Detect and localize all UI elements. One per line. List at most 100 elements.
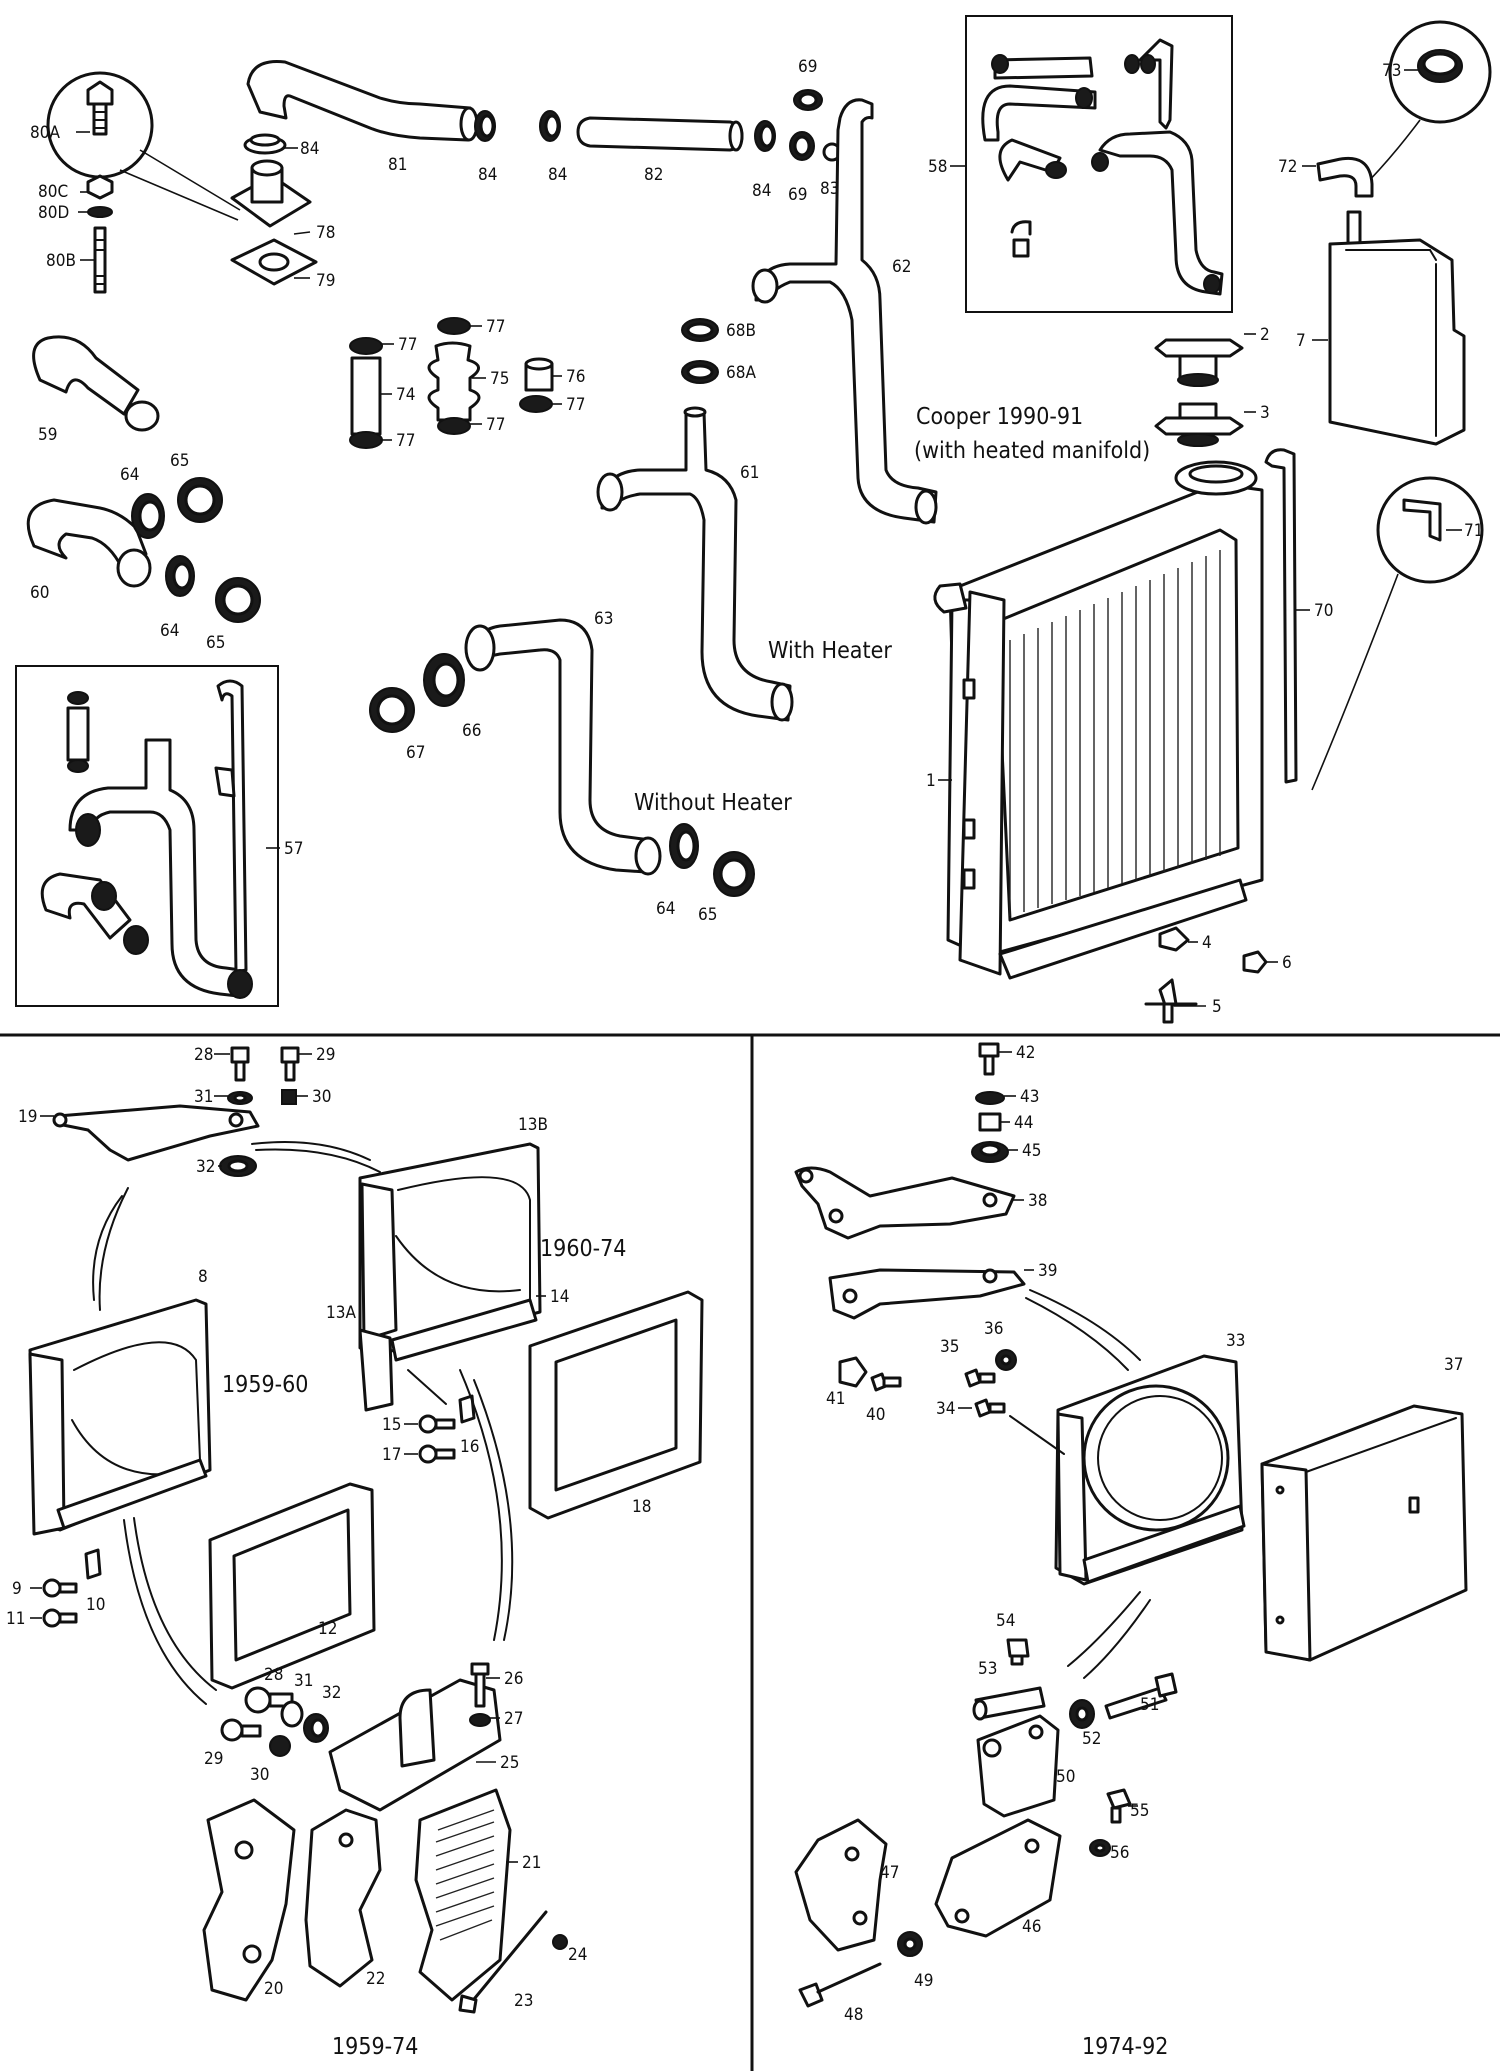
label-32-b: 32 <box>322 1683 341 1703</box>
label-40: 40 <box>866 1405 885 1425</box>
label-4: 4 <box>1202 933 1212 953</box>
label-29-b: 29 <box>204 1749 223 1769</box>
captions: Cooper 1990-91 (with heated manifold) Wi… <box>222 404 1168 2060</box>
label-15: 15 <box>382 1415 401 1435</box>
label-24: 24 <box>568 1945 587 1965</box>
label-81: 81 <box>388 155 407 175</box>
label-17: 17 <box>382 1445 401 1465</box>
label-69-a: 69 <box>798 57 817 77</box>
label-57: 57 <box>284 839 303 859</box>
radiator-1 <box>933 460 1264 980</box>
label-14: 14 <box>550 1287 569 1307</box>
label-77-b: 77 <box>486 317 505 337</box>
hose-61 <box>596 406 794 722</box>
label-7: 7 <box>1296 331 1306 351</box>
label-64-b: 64 <box>160 621 179 641</box>
label-22: 22 <box>366 1969 385 1989</box>
label-62: 62 <box>892 257 911 277</box>
label-41: 41 <box>826 1389 845 1409</box>
caption-with-heater: With Heater <box>768 638 892 664</box>
label-65-c: 65 <box>698 905 717 925</box>
hose-72 <box>1316 157 1374 198</box>
clip-84-set <box>474 110 776 152</box>
hose-60-set <box>26 477 261 623</box>
label-56: 56 <box>1110 1843 1129 1863</box>
label-45: 45 <box>1022 1141 1041 1161</box>
cowl-1974-92-parts <box>794 1042 1468 2008</box>
label-80C: 80C <box>38 182 68 202</box>
label-38: 38 <box>1028 1191 1047 1211</box>
label-84-b: 84 <box>478 165 497 185</box>
bypass-parts-74-77 <box>349 317 554 449</box>
label-27: 27 <box>504 1709 523 1729</box>
label-65-b: 65 <box>206 633 225 653</box>
label-52: 52 <box>1082 1729 1101 1749</box>
label-13A: 13A <box>326 1303 356 1323</box>
hose-81 <box>246 59 479 142</box>
label-46: 46 <box>1022 1917 1041 1937</box>
label-84-c: 84 <box>548 165 567 185</box>
label-55: 55 <box>1130 1801 1149 1821</box>
label-78: 78 <box>316 223 335 243</box>
label-53: 53 <box>978 1659 997 1679</box>
label-30-b: 30 <box>250 1765 269 1785</box>
cowl-1959-74-parts <box>28 1046 704 2014</box>
label-72: 72 <box>1278 157 1297 177</box>
label-39: 39 <box>1038 1261 1057 1281</box>
clip-71-callout <box>1311 476 1484 791</box>
label-34: 34 <box>936 1399 955 1419</box>
label-48: 48 <box>844 2005 863 2025</box>
label-54: 54 <box>996 1611 1015 1631</box>
label-83: 83 <box>820 179 839 199</box>
label-84-a: 84 <box>300 139 319 159</box>
label-76: 76 <box>566 367 585 387</box>
label-68A: 68A <box>726 363 756 383</box>
label-66: 66 <box>462 721 481 741</box>
hose-82 <box>576 116 744 152</box>
clips-68 <box>681 318 719 384</box>
label-23: 23 <box>514 1991 533 2011</box>
label-10: 10 <box>86 1595 105 1615</box>
label-30-a: 30 <box>312 1087 331 1107</box>
thermostat-bolt-kit <box>46 71 241 294</box>
caption-1959-74: 1959-74 <box>332 2034 418 2060</box>
label-29-a: 29 <box>316 1045 335 1065</box>
label-12: 12 <box>318 1619 337 1639</box>
overflow-pipe-70 <box>1264 448 1298 784</box>
label-31-a: 31 <box>194 1087 213 1107</box>
label-3: 3 <box>1260 403 1270 423</box>
label-25: 25 <box>500 1753 519 1773</box>
caption-1960-74: 1960-74 <box>540 1236 626 1262</box>
label-42: 42 <box>1016 1043 1035 1063</box>
label-70: 70 <box>1314 601 1333 621</box>
caption-cooper-2: (with heated manifold) <box>914 438 1150 464</box>
label-9: 9 <box>12 1579 22 1599</box>
label-28-a: 28 <box>194 1045 213 1065</box>
label-33: 33 <box>1226 1331 1245 1351</box>
label-21: 21 <box>522 1853 541 1873</box>
section-dividers <box>0 1033 1500 2071</box>
hose-63-set <box>369 618 755 897</box>
label-26: 26 <box>504 1669 523 1689</box>
label-80B: 80B <box>46 251 76 271</box>
label-16: 16 <box>460 1437 479 1457</box>
label-74: 74 <box>396 385 415 405</box>
label-77-d: 77 <box>486 415 505 435</box>
label-8: 8 <box>198 1267 208 1287</box>
kit-58-box <box>965 15 1233 313</box>
label-65-a: 65 <box>170 451 189 471</box>
label-31-b: 31 <box>294 1671 313 1691</box>
caption-cooper-1: Cooper 1990-91 <box>916 404 1083 430</box>
caption-1974-92: 1974-92 <box>1082 2034 1168 2060</box>
caption-without-heater: Without Heater <box>634 790 792 816</box>
hose-59 <box>32 335 160 432</box>
label-75: 75 <box>490 369 509 389</box>
label-49: 49 <box>914 1971 933 1991</box>
label-19: 19 <box>18 1107 37 1127</box>
part-labels: 80A 80C 80D 80B 84 81 84 84 82 84 69 69 … <box>6 57 1483 2025</box>
label-64-c: 64 <box>656 899 675 919</box>
label-20: 20 <box>264 1979 283 1999</box>
label-50: 50 <box>1056 1767 1075 1787</box>
label-61: 61 <box>740 463 759 483</box>
